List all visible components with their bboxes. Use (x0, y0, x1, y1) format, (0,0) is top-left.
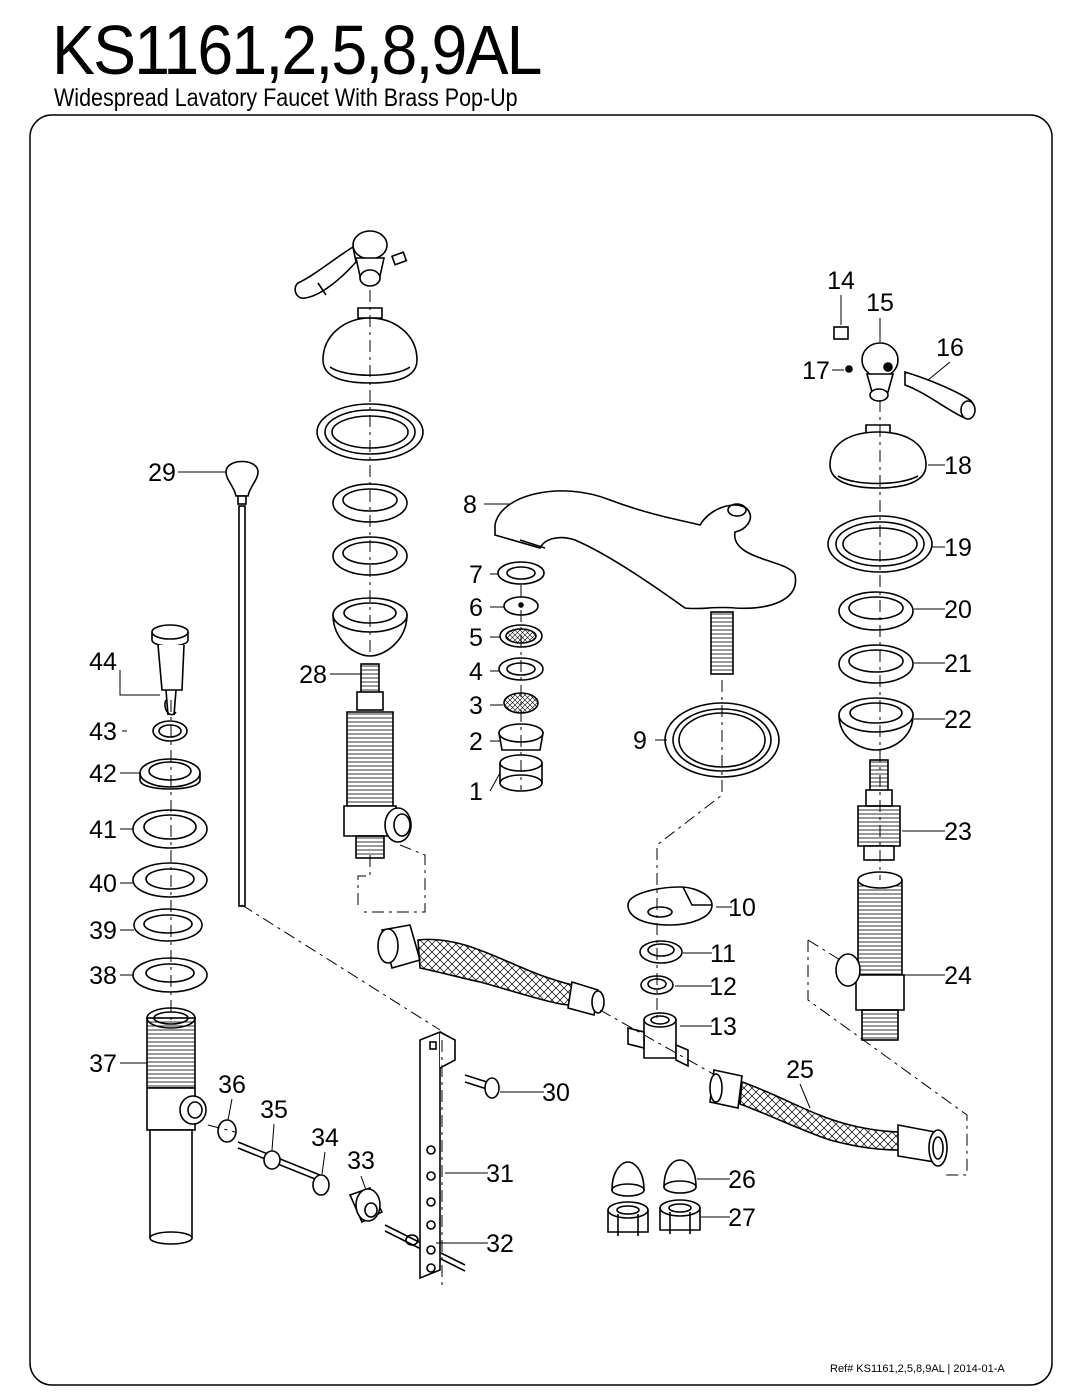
part-labels: 1234567891011121314151617181920212223242… (89, 267, 972, 1258)
part-label-11: 11 (710, 940, 736, 968)
part-label-12: 12 (709, 973, 737, 1001)
right-handle (833, 326, 976, 420)
assembly-lines (170, 290, 968, 1290)
part-label-25: 25 (786, 1056, 814, 1084)
leader-line-16 (927, 361, 951, 381)
part-label-5: 5 (469, 624, 483, 652)
page-title: KS1161,2,5,8,9AL (52, 11, 542, 89)
leader-line-25 (799, 1083, 811, 1109)
part-label-2: 2 (469, 728, 483, 756)
compression-nuts-27 (607, 1199, 701, 1236)
leader-line-36 (227, 1098, 233, 1121)
right-hose-25 (709, 1069, 948, 1167)
part-label-32: 32 (486, 1230, 514, 1258)
right-washers (838, 591, 914, 751)
clevis-strap-31 (419, 1030, 456, 1280)
part-label-43: 43 (89, 718, 117, 746)
part-label-34: 34 (311, 1124, 339, 1152)
part-label-3: 3 (469, 692, 483, 720)
right-valve-body-24 (835, 871, 905, 1041)
part-label-40: 40 (89, 870, 117, 898)
part-label-39: 39 (89, 917, 117, 945)
left-washers (332, 483, 408, 657)
part-label-36: 36 (218, 1071, 246, 1099)
part-label-19: 19 (944, 534, 972, 562)
part-label-30: 30 (542, 1079, 570, 1107)
compression-sleeves-26 (611, 1159, 697, 1197)
part-label-14: 14 (827, 267, 855, 295)
part-label-7: 7 (469, 561, 483, 589)
part-label-20: 20 (944, 596, 972, 624)
reference-code: Ref# KS1161,2,5,8,9AL | 2014-01-A (830, 1363, 1005, 1375)
part-label-13: 13 (709, 1013, 737, 1041)
part-label-27: 27 (728, 1204, 756, 1232)
leader-line-44 (119, 670, 160, 696)
drain-body-37 (146, 1007, 207, 1245)
leader-line-34 (321, 1151, 326, 1175)
right-cartridge-23 (857, 759, 901, 861)
part-label-1: 1 (469, 778, 483, 806)
pop-up-stopper-44 (151, 624, 189, 716)
part-label-42: 42 (89, 760, 117, 788)
part-label-4: 4 (469, 658, 483, 686)
part-label-24: 24 (944, 962, 972, 990)
spout-8 (494, 490, 797, 675)
leader-line-33 (360, 1175, 367, 1191)
drain-washers (132, 720, 208, 993)
mounting-hardware (627, 886, 713, 995)
part-label-15: 15 (866, 289, 894, 317)
part-label-38: 38 (89, 962, 117, 990)
part-label-41: 41 (89, 816, 117, 844)
leader-line-1 (489, 772, 501, 792)
clevis-screw-30 (464, 1074, 500, 1099)
part-label-9: 9 (633, 727, 647, 755)
part-label-33: 33 (347, 1147, 375, 1175)
left-cartridge-28 (343, 663, 412, 859)
part-label-10: 10 (728, 894, 756, 922)
part-label-35: 35 (260, 1096, 288, 1124)
part-label-6: 6 (469, 594, 483, 622)
diagram-frame (29, 114, 1053, 1386)
part-label-21: 21 (944, 650, 972, 678)
aerator-parts (497, 561, 545, 792)
part-label-31: 31 (486, 1160, 514, 1188)
leader-line-35 (271, 1123, 275, 1151)
part-label-28: 28 (299, 661, 327, 689)
part-label-29: 29 (148, 459, 176, 487)
left-hose (377, 924, 605, 1017)
right-escutcheon-cap (829, 424, 927, 489)
part-label-26: 26 (728, 1166, 756, 1194)
part-label-17: 17 (802, 357, 830, 385)
tee-connector-13 (627, 1012, 689, 1068)
part-label-18: 18 (944, 452, 972, 480)
part-label-22: 22 (944, 706, 972, 734)
part-label-23: 23 (944, 818, 972, 846)
left-handle (294, 230, 408, 299)
page-subtitle: Widespread Lavatory Faucet With Brass Po… (54, 84, 518, 112)
lift-rod-29 (225, 460, 259, 907)
part-label-16: 16 (936, 334, 964, 362)
part-label-37: 37 (89, 1050, 117, 1078)
part-label-8: 8 (463, 491, 477, 519)
part-label-44: 44 (89, 648, 117, 676)
